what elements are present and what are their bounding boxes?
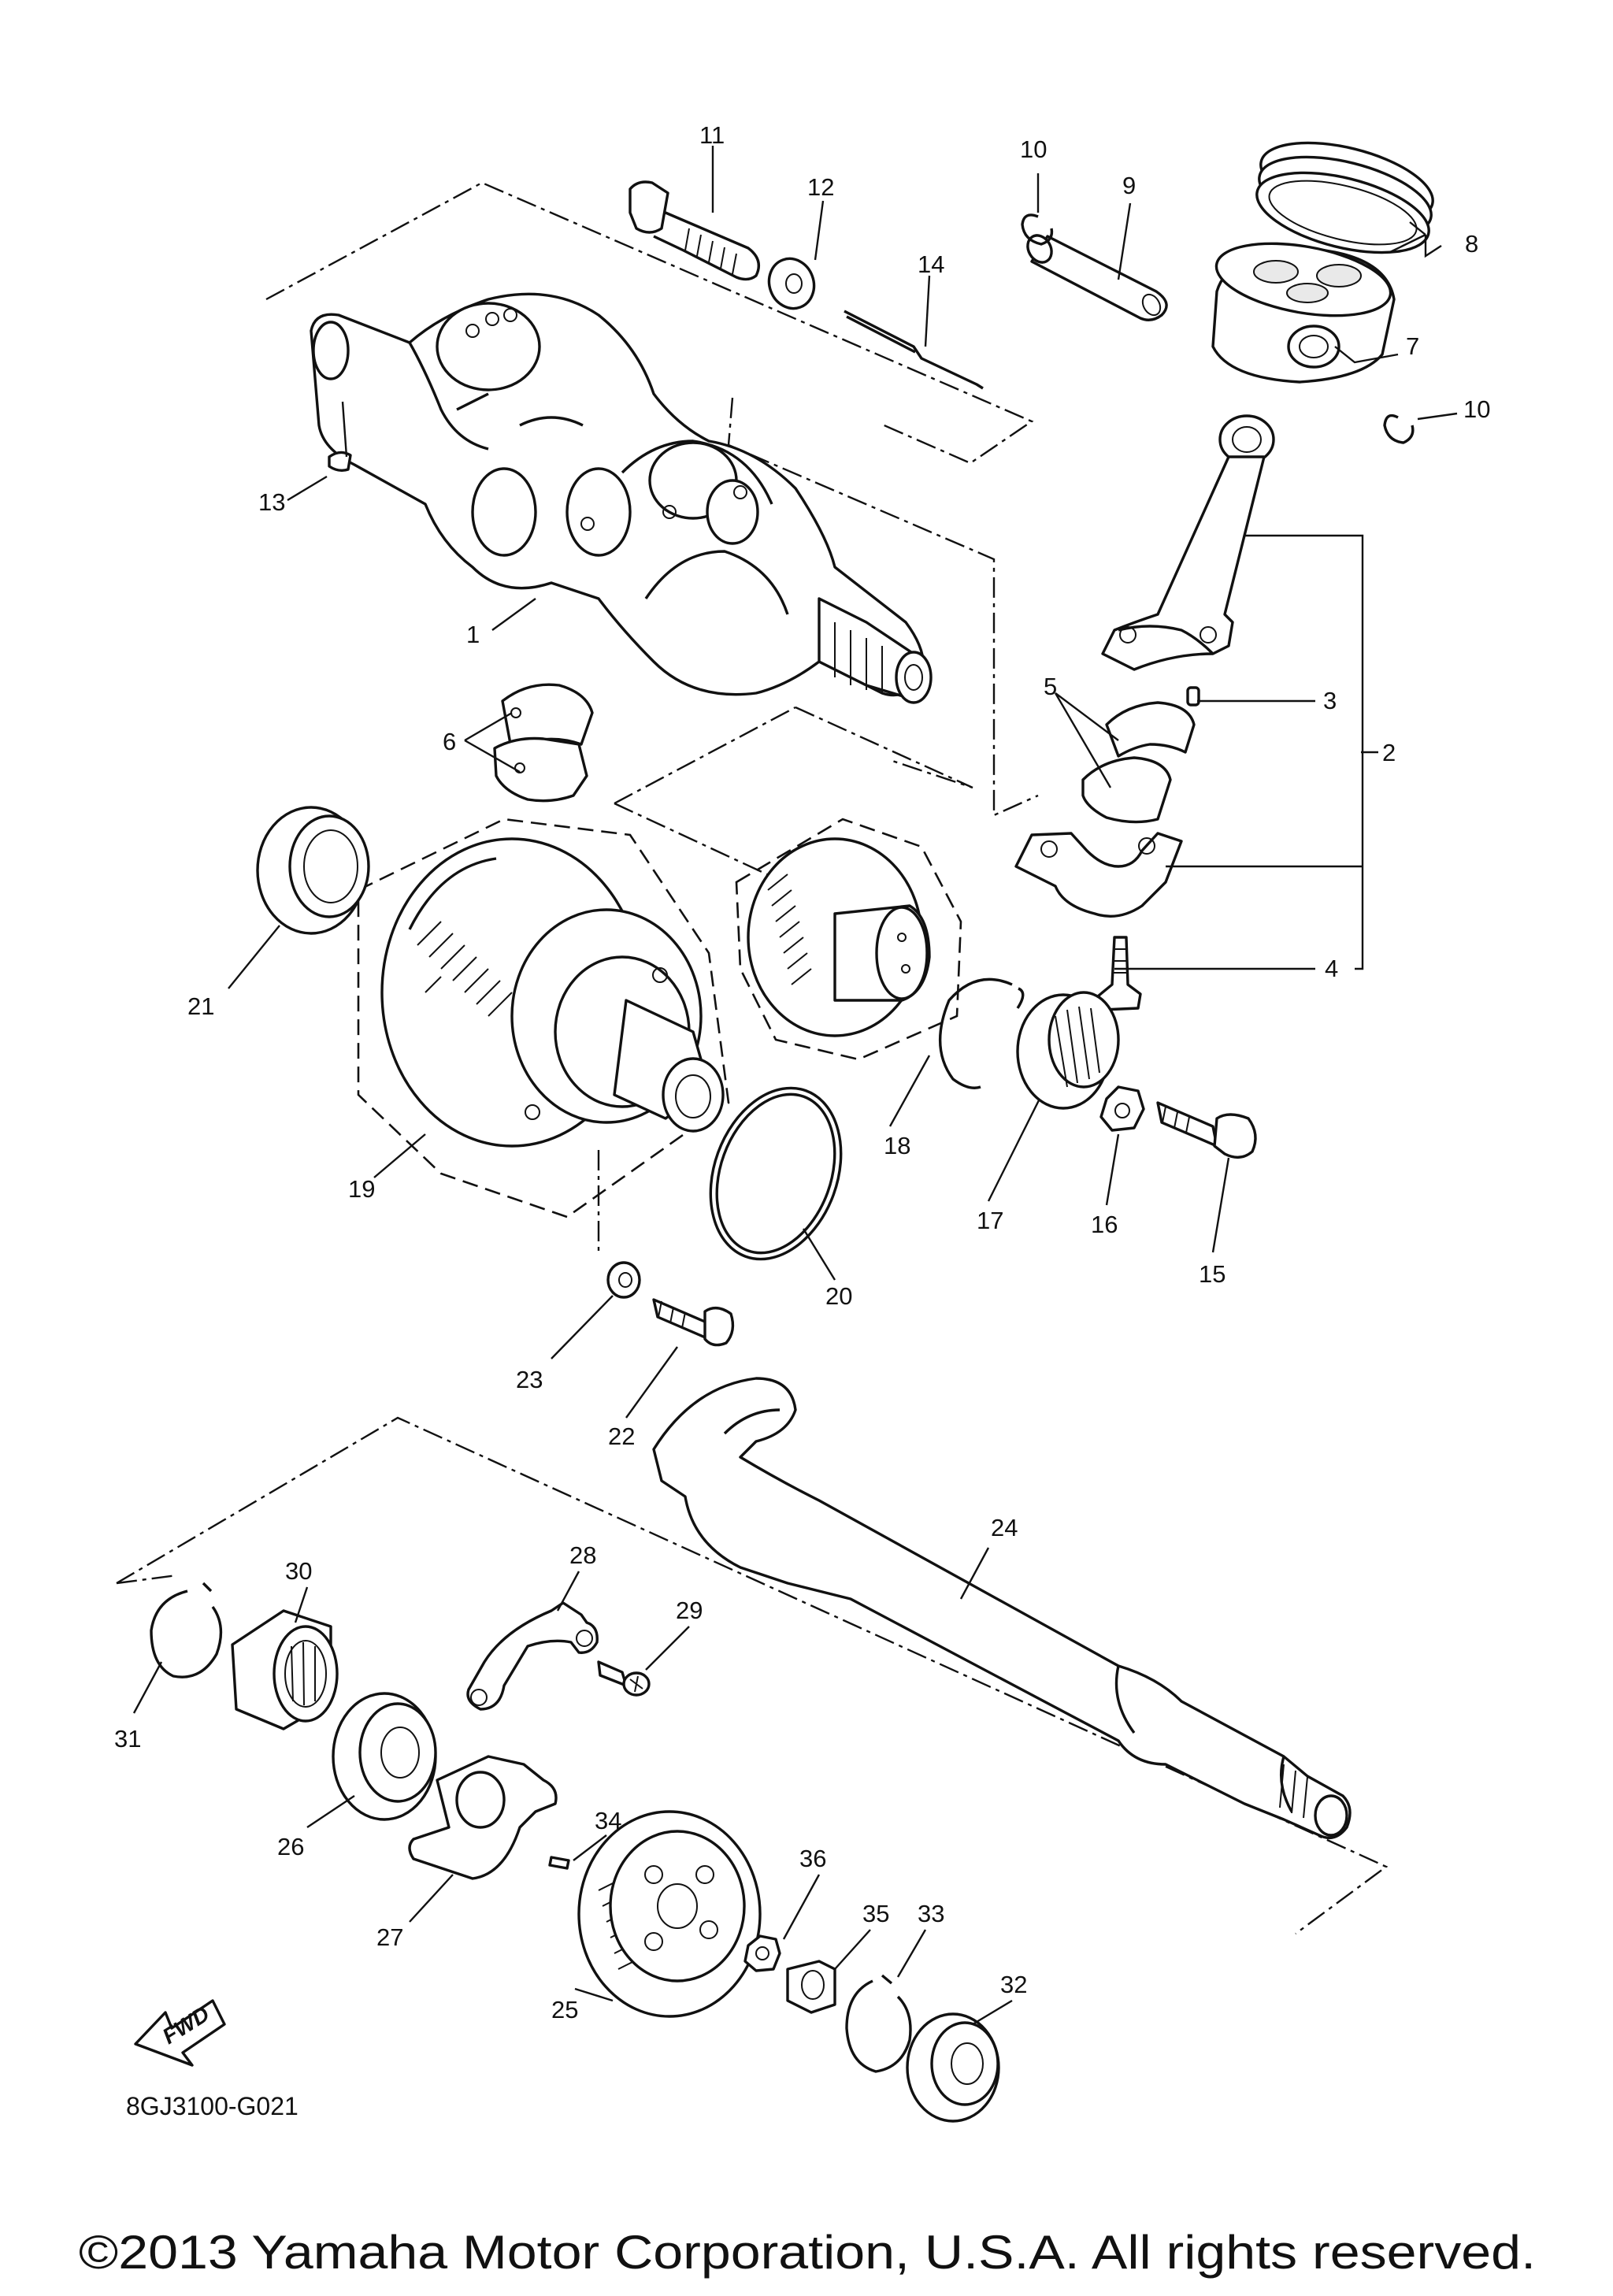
callout-13: 13 <box>258 488 285 516</box>
callout-20: 20 <box>825 1282 852 1310</box>
callout-labels: 1 2 3 4 5 6 7 8 9 10 10 11 12 13 14 15 1… <box>114 121 1490 2023</box>
callout-18: 18 <box>884 1132 910 1159</box>
needle-bearing <box>1016 991 1120 1110</box>
copyright-notice: ©2013 Yamaha Motor Corporation, U.S.A. A… <box>79 2226 1536 2279</box>
piston <box>1211 242 1396 384</box>
callout-36: 36 <box>799 1845 826 1872</box>
callout-6: 6 <box>443 728 456 755</box>
callout-8: 8 <box>1465 230 1478 258</box>
conrod-bolt <box>1097 936 1142 1011</box>
callout-1: 1 <box>466 621 480 648</box>
callout-10-right: 10 <box>1463 395 1490 423</box>
crank-bearings <box>493 683 594 803</box>
callout-26: 26 <box>277 1833 304 1860</box>
gear-dashed-outlines <box>357 818 962 1218</box>
callout-5: 5 <box>1044 673 1057 700</box>
crank-bolt <box>629 180 760 281</box>
fwd-arrow-icon: FWD <box>134 1999 226 2067</box>
callout-29: 29 <box>676 1597 703 1624</box>
callout-15: 15 <box>1199 1260 1226 1288</box>
assembly-frames <box>116 181 1389 1934</box>
piston-pin <box>1026 234 1168 321</box>
washer-23 <box>606 1261 641 1299</box>
callout-14: 14 <box>918 250 944 278</box>
pin-34 <box>548 1856 570 1870</box>
diagram-code: 8GJ3100-G021 <box>126 2092 298 2120</box>
callout-31: 31 <box>114 1725 141 1753</box>
woodruff-key <box>328 451 352 473</box>
counterweight-27 <box>408 1755 558 1880</box>
callout-21: 21 <box>187 992 214 1020</box>
callout-17: 17 <box>977 1207 1003 1234</box>
conrod-cap <box>1014 832 1183 918</box>
washer <box>767 257 816 310</box>
callout-4: 4 <box>1325 955 1338 982</box>
lock-washer-16 <box>1099 1085 1145 1132</box>
o-ring <box>709 1086 843 1261</box>
primary-gear-assembly <box>380 837 725 1148</box>
nut-35 <box>786 1960 836 2014</box>
callout-19: 19 <box>348 1175 375 1203</box>
callout-28: 28 <box>569 1541 596 1569</box>
callout-35: 35 <box>862 1900 889 1927</box>
connecting-rod <box>1101 414 1275 671</box>
needle-bearing-30 <box>231 1609 339 1730</box>
callout-33: 33 <box>918 1900 944 1927</box>
callout-25: 25 <box>551 1996 578 2023</box>
circlip-18 <box>938 977 1025 1089</box>
bearing-26 <box>332 1692 437 1821</box>
callout-23: 23 <box>516 1366 543 1393</box>
callout-11: 11 <box>699 121 725 149</box>
bearing-21 <box>256 806 370 935</box>
conrod-bearings <box>1081 701 1196 824</box>
callout-34: 34 <box>595 1807 621 1834</box>
circlip-31 <box>150 1582 223 1678</box>
bearing-32 <box>906 2012 1000 2123</box>
callout-7: 7 <box>1406 332 1419 360</box>
crankshaft <box>310 292 933 704</box>
bracket-28 <box>466 1601 599 1711</box>
callout-16: 16 <box>1091 1211 1118 1238</box>
callout-24: 24 <box>991 1514 1018 1541</box>
callout-3: 3 <box>1323 687 1337 714</box>
piston-pin-clips <box>1021 213 1415 444</box>
callout-10-top: 10 <box>1020 135 1047 163</box>
oil-pipe <box>844 310 984 390</box>
callout-27: 27 <box>376 1923 403 1951</box>
crank-gear <box>747 837 931 1037</box>
conrod-dowel <box>1186 686 1200 707</box>
leader-lines <box>132 146 1458 2026</box>
callout-22: 22 <box>608 1422 635 1450</box>
piston-rings <box>1255 141 1434 254</box>
bolt-15 <box>1156 1101 1257 1159</box>
circlip-33 <box>845 1974 912 2073</box>
bolt-22 <box>652 1298 735 1347</box>
callout-12: 12 <box>807 173 834 201</box>
screw-29 <box>597 1660 651 1697</box>
callout-32: 32 <box>1000 1971 1027 1998</box>
callout-2: 2 <box>1382 739 1396 766</box>
gear-25 <box>577 1810 762 2018</box>
lock-washer-36 <box>743 1934 781 1972</box>
callout-9: 9 <box>1122 172 1136 199</box>
callout-30: 30 <box>285 1557 312 1585</box>
balancer-shaft <box>652 1377 1352 1839</box>
